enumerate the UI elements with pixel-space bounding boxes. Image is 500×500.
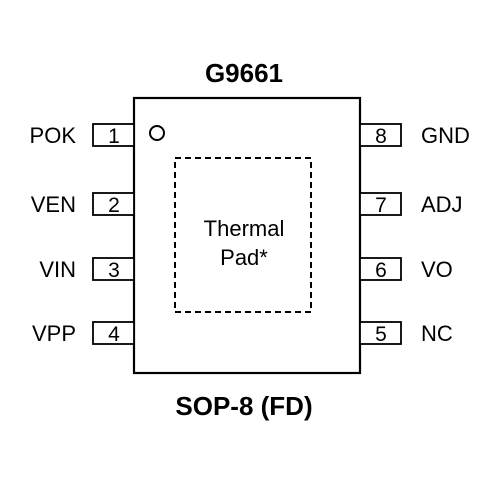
pin-5-number: 5 — [375, 323, 387, 346]
pin-7-name: ADJ — [421, 192, 463, 217]
pin-1-lead — [92, 123, 135, 147]
pin1-indicator-dot — [149, 125, 165, 141]
pin-8-lead — [359, 123, 402, 147]
thermal-pad — [174, 157, 312, 313]
pin-5-name: NC — [421, 321, 453, 346]
pin-3-name: VIN — [39, 257, 76, 282]
pin-2-lead — [92, 192, 135, 216]
pin-7-number: 7 — [375, 194, 387, 217]
chip-body — [132, 96, 362, 375]
right-pin-5: 5 NC — [359, 321, 453, 346]
pin-5-lead — [359, 321, 402, 345]
pin-4-name: VPP — [32, 321, 76, 346]
pin-8-name: GND — [421, 123, 470, 148]
pin-2-number: 2 — [108, 194, 120, 217]
thermal-pad-label-line1: Thermal — [204, 216, 285, 241]
pin-6-lead — [359, 257, 402, 281]
pin-6-name: VO — [421, 257, 453, 282]
pin-3-lead — [92, 257, 135, 281]
left-pin-3: 3 VIN — [39, 257, 135, 282]
pin-1-number: 1 — [108, 125, 120, 148]
pin-4-number: 4 — [108, 323, 120, 346]
thermal-pad-label-line2: Pad* — [220, 245, 268, 270]
right-pin-6: 6 VO — [359, 257, 453, 282]
pin-4-lead — [92, 321, 135, 345]
package-label: SOP-8 (FD) — [175, 391, 312, 421]
pin-8-number: 8 — [375, 125, 387, 148]
right-pin-8: 8 GND — [359, 123, 470, 148]
left-pin-1: 1 POK — [30, 123, 135, 148]
pin-1-name: POK — [30, 123, 77, 148]
pin-7-lead — [359, 192, 402, 216]
right-pin-7: 7 ADJ — [359, 192, 463, 217]
left-pin-2: 2 VEN — [31, 192, 135, 217]
pin-2-name: VEN — [31, 192, 76, 217]
pin-6-number: 6 — [375, 259, 387, 282]
pin-3-number: 3 — [108, 259, 120, 282]
left-pin-4: 4 VPP — [32, 321, 135, 346]
part-number-title: G9661 — [205, 58, 283, 88]
